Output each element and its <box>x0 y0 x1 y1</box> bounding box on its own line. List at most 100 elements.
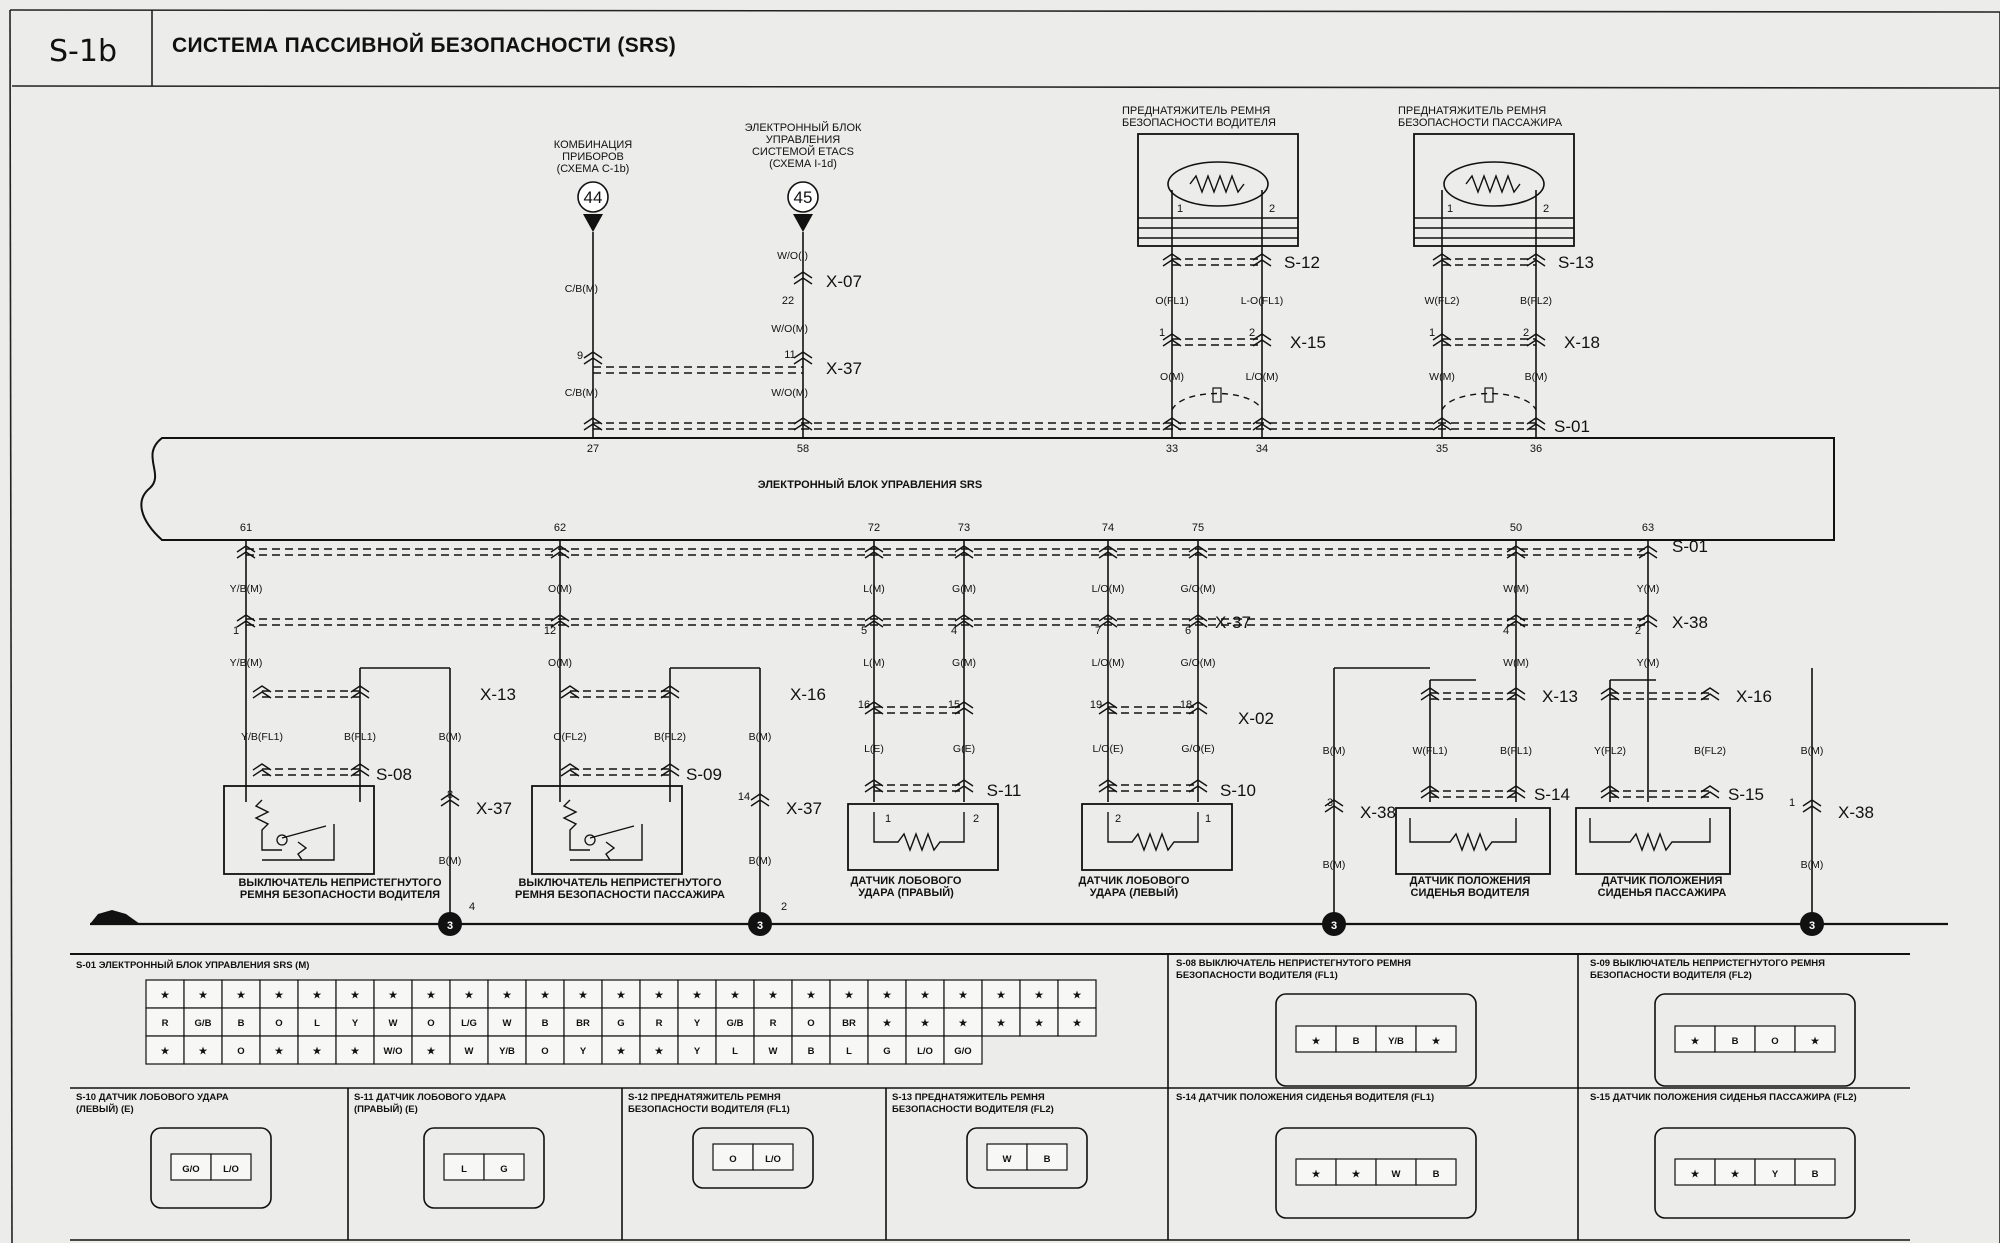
pinout-title: БЕЗОПАСНОСТИ ВОДИТЕЛЯ (FL2) <box>1590 970 1752 981</box>
pin-cell-label: Y/B <box>499 1046 515 1057</box>
wire-color: B(FL1) <box>344 731 376 743</box>
pin-cell-label: ★ <box>465 990 474 1001</box>
connector-mark <box>583 417 603 431</box>
pin-cell-label: ★ <box>617 1046 626 1057</box>
pin-cell <box>373 1007 413 1037</box>
wire-color: G/O(E) <box>1181 743 1214 755</box>
connector-mark <box>1098 779 1118 793</box>
connector-mark <box>1600 687 1620 701</box>
connector-mark <box>1600 785 1620 799</box>
connector-label: S-11 <box>987 781 1022 800</box>
wire-color: C/B(M) <box>565 283 598 295</box>
ecu-pin: 61 <box>240 522 252 534</box>
wire-color: O(M) <box>548 657 572 669</box>
connector-mark <box>1638 545 1658 559</box>
pin-number: 15 <box>948 699 960 711</box>
ecu-pin: 75 <box>1192 522 1204 534</box>
pretensioner-title: БЕЗОПАСНОСТИ ПАССАЖИРА <box>1398 117 1563 129</box>
pin-cell <box>639 1007 679 1037</box>
pin-cell-label: ★ <box>1035 1018 1044 1029</box>
connector-outline <box>423 1127 545 1209</box>
pin-cell <box>1794 1158 1836 1186</box>
pin-cell-label: B <box>542 1018 549 1029</box>
pin-cell-label: W <box>389 1018 398 1029</box>
component-name: ДАТЧИК ПОЛОЖЕНИЯ <box>1602 875 1723 887</box>
connector-mark <box>1700 687 1720 701</box>
pin-cell-label: B <box>1044 1154 1051 1165</box>
component-name: ДАТЧИК ЛОБОВОГО <box>1079 875 1190 887</box>
connector-outline <box>1654 1127 1856 1219</box>
pin-cell-label: W <box>465 1046 474 1057</box>
pin-cell-label: O <box>729 1154 736 1165</box>
pin-cell <box>715 1007 755 1037</box>
connector-outline <box>966 1127 1088 1189</box>
pin-number: 2 <box>1115 813 1121 825</box>
pin-cell <box>867 979 907 1009</box>
pin-number: 1 <box>1177 203 1183 215</box>
pin-cell-label: ★ <box>275 1046 284 1057</box>
pinout-title: S-09 ВЫКЛЮЧАТЕЛЬ НЕПРИСТЕГНУТОГО РЕМНЯ <box>1590 958 1825 969</box>
ground-number: 3 <box>757 920 763 932</box>
pin-cell <box>210 1153 252 1181</box>
connector-mark <box>750 793 770 807</box>
connector-mark <box>1188 779 1208 793</box>
connector-mark <box>560 685 580 699</box>
pin-number: 2 <box>1543 203 1549 215</box>
pin-cell <box>753 1035 793 1065</box>
pin-number: 1 <box>885 813 891 825</box>
pin-number: 2 <box>973 813 979 825</box>
ref-number: 45 <box>794 188 813 207</box>
pin-cell-label: Y <box>580 1046 587 1057</box>
pin-cell <box>677 979 717 1009</box>
connector-label: S-10 <box>1220 781 1256 800</box>
pin-cell-label: ★ <box>1312 1169 1321 1180</box>
connector-label: X-16 <box>790 685 826 704</box>
wire-color: G(M) <box>952 657 976 669</box>
connector-outline <box>1275 993 1477 1087</box>
pinout-title: S-10 ДАТЧИК ЛОБОВОГО УДАРА <box>76 1092 229 1103</box>
ground-number: 3 <box>447 920 453 932</box>
pin-cell-label: B <box>1353 1036 1360 1047</box>
pinout-title: БЕЗОПАСНОСТИ ВОДИТЕЛЯ (FL1) <box>1176 970 1338 981</box>
ecu-pin: 62 <box>554 522 566 534</box>
connector-label: X-13 <box>1542 687 1578 706</box>
pin-number: 4 <box>951 625 957 637</box>
wire-color: G/O(M) <box>1181 583 1216 595</box>
sensor-box <box>1081 803 1233 871</box>
pin-cell-label: ★ <box>313 1046 322 1057</box>
pin-cell <box>867 1035 907 1065</box>
wire-color: L-O(FL1) <box>1241 295 1284 307</box>
pin-cell-label: ★ <box>997 1018 1006 1029</box>
pretensioner-title: БЕЗОПАСНОСТИ ВОДИТЕЛЯ <box>1122 117 1276 129</box>
wire-color: Y/B(FL1) <box>241 731 283 743</box>
pin-cell-label: O <box>807 1018 814 1029</box>
connector-label: X-37 <box>476 799 512 818</box>
pin-number: 1 <box>1205 813 1211 825</box>
pin-cell-label: ★ <box>427 990 436 1001</box>
ref-arrow <box>583 214 603 232</box>
pin-cell-label: O <box>427 1018 434 1029</box>
pinout-title: S-14 ДАТЧИК ПОЛОЖЕНИЯ СИДЕНЬЯ ВОДИТЕЛЯ (… <box>1176 1092 1434 1103</box>
component-name: СИДЕНЬЯ ПАССАЖИРА <box>1598 887 1727 899</box>
connector-mark <box>550 545 570 559</box>
connector-mark <box>1162 333 1182 347</box>
pretensioner-box <box>1137 133 1299 247</box>
pin-cell <box>1415 1025 1457 1053</box>
connector-mark <box>793 351 813 365</box>
connector-mark <box>954 701 974 715</box>
pin-cell <box>145 979 185 1009</box>
connector-mark <box>954 614 974 628</box>
ground-number: 3 <box>1331 920 1337 932</box>
pin-cell <box>259 1035 299 1065</box>
pin-cell-label: L <box>314 1018 320 1029</box>
pin-number: 12 <box>544 625 556 637</box>
pin-number: 1 <box>1429 327 1435 339</box>
pin-cell-label: ★ <box>275 990 284 1001</box>
ref-label: УПРАВЛЕНИЯ <box>766 134 840 146</box>
pin-cell <box>752 1143 794 1171</box>
connector-mark <box>1098 545 1118 559</box>
pin-number: 1 <box>1789 797 1795 809</box>
pin-number: 4 <box>1503 625 1509 637</box>
sensor-box <box>1575 807 1731 875</box>
